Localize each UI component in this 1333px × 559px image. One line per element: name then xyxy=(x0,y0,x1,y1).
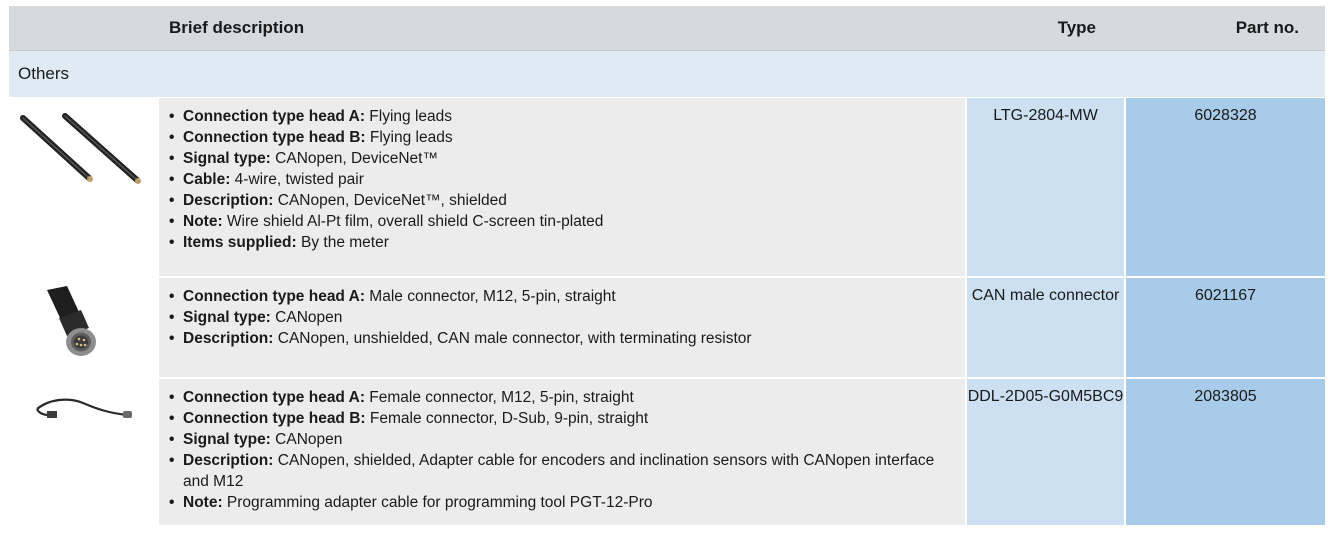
table-row: Connection type head A: Female connector… xyxy=(9,379,1325,527)
spec-value: Flying leads xyxy=(365,108,453,125)
flying-leads-cable-icon xyxy=(20,113,141,184)
spec-value: CANopen xyxy=(270,431,343,448)
spec-item: Note: Wire shield Al-Pt film, overall sh… xyxy=(169,211,955,232)
description-cell: Connection type head A: Female connector… xyxy=(159,379,967,525)
spec-item: Signal type: CANopen xyxy=(169,429,955,450)
spec-item: Items supplied: By the meter xyxy=(169,232,955,253)
part-no-cell: 6028328 xyxy=(1126,98,1325,276)
spec-key: Signal type: xyxy=(183,150,271,167)
spec-item: Connection type head B: Flying leads xyxy=(169,127,955,148)
spec-value: Female connector, M12, 5-pin, straight xyxy=(365,389,634,406)
spec-value: CANopen xyxy=(270,309,343,326)
description-cell: Connection type head A: Flying leads Con… xyxy=(159,98,967,276)
description-cell: Connection type head A: Male connector, … xyxy=(159,278,967,377)
spec-list: Connection type head A: Male connector, … xyxy=(169,286,955,349)
adapter-cable-icon xyxy=(36,398,132,418)
part-no-cell: 6021167 xyxy=(1126,278,1325,377)
spec-item: Connection type head A: Flying leads xyxy=(169,106,955,127)
table-header: Brief description Type Part no. xyxy=(9,6,1325,51)
product-image-flying-leads xyxy=(9,98,159,276)
spec-item: Description: CANopen, DeviceNet™, shield… xyxy=(169,190,955,211)
spec-item: Description: CANopen, unshielded, CAN ma… xyxy=(169,328,955,349)
spec-key: Connection type head B: xyxy=(183,129,366,146)
product-image-adapter-cable xyxy=(9,379,159,525)
spec-value: CANopen, DeviceNet™, shielded xyxy=(273,192,507,209)
type-cell: DDL-2D05-G0M5BC9 xyxy=(967,379,1126,525)
spec-key: Signal type: xyxy=(183,431,271,448)
spec-item: Connection type head B: Female connector… xyxy=(169,408,955,429)
spec-value: Flying leads xyxy=(365,129,453,146)
spec-key: Items supplied: xyxy=(183,234,297,251)
spec-key: Description: xyxy=(183,192,274,209)
table-row: Connection type head A: Flying leads Con… xyxy=(9,98,1325,278)
accessories-table: Brief description Type Part no. Others C… xyxy=(9,6,1325,527)
spec-value: 4-wire, twisted pair xyxy=(230,171,364,188)
male-connector-icon xyxy=(47,286,96,356)
header-part-no: Part no. xyxy=(1235,18,1299,37)
header-description: Brief description xyxy=(169,18,305,37)
spec-value: Programming adapter cable for programmin… xyxy=(222,494,653,511)
spec-value: CANopen, DeviceNet™ xyxy=(270,150,438,167)
spec-key: Note: xyxy=(183,494,223,511)
type-cell: CAN male connector xyxy=(967,278,1126,377)
table-row: Connection type head A: Male connector, … xyxy=(9,278,1325,379)
spec-item: Signal type: CANopen, DeviceNet™ xyxy=(169,148,955,169)
header-image-cell xyxy=(9,6,159,50)
group-heading: Others xyxy=(9,51,1325,98)
spec-value: By the meter xyxy=(296,234,389,251)
spec-item: Connection type head A: Female connector… xyxy=(169,387,955,408)
spec-key: Connection type head A: xyxy=(183,108,365,125)
header-type: Type xyxy=(1057,18,1096,37)
spec-value: Female connector, D-Sub, 9-pin, straight xyxy=(365,410,649,427)
spec-list: Connection type head A: Flying leads Con… xyxy=(169,106,955,253)
spec-key: Connection type head A: xyxy=(183,389,365,406)
spec-key: Signal type: xyxy=(183,309,271,326)
spec-value: Male connector, M12, 5-pin, straight xyxy=(365,288,616,305)
spec-key: Description: xyxy=(183,330,274,347)
spec-key: Connection type head B: xyxy=(183,410,366,427)
spec-key: Description: xyxy=(183,452,274,469)
spec-item: Cable: 4-wire, twisted pair xyxy=(169,169,955,190)
spec-value: CANopen, shielded, Adapter cable for enc… xyxy=(183,452,935,490)
spec-list: Connection type head A: Female connector… xyxy=(169,387,955,513)
part-no-cell: 2083805 xyxy=(1126,379,1325,525)
spec-value: CANopen, unshielded, CAN male connector,… xyxy=(273,330,752,347)
spec-key: Note: xyxy=(183,213,223,230)
spec-item: Connection type head A: Male connector, … xyxy=(169,286,955,307)
spec-value: Wire shield Al-Pt film, overall shield C… xyxy=(222,213,604,230)
spec-item: Note: Programming adapter cable for prog… xyxy=(169,492,955,513)
spec-key: Connection type head A: xyxy=(183,288,365,305)
type-cell: LTG-2804-MW xyxy=(967,98,1126,276)
spec-item: Description: CANopen, shielded, Adapter … xyxy=(169,450,955,492)
spec-item: Signal type: CANopen xyxy=(169,307,955,328)
product-image-male-connector xyxy=(9,278,159,377)
spec-key: Cable: xyxy=(183,171,231,188)
